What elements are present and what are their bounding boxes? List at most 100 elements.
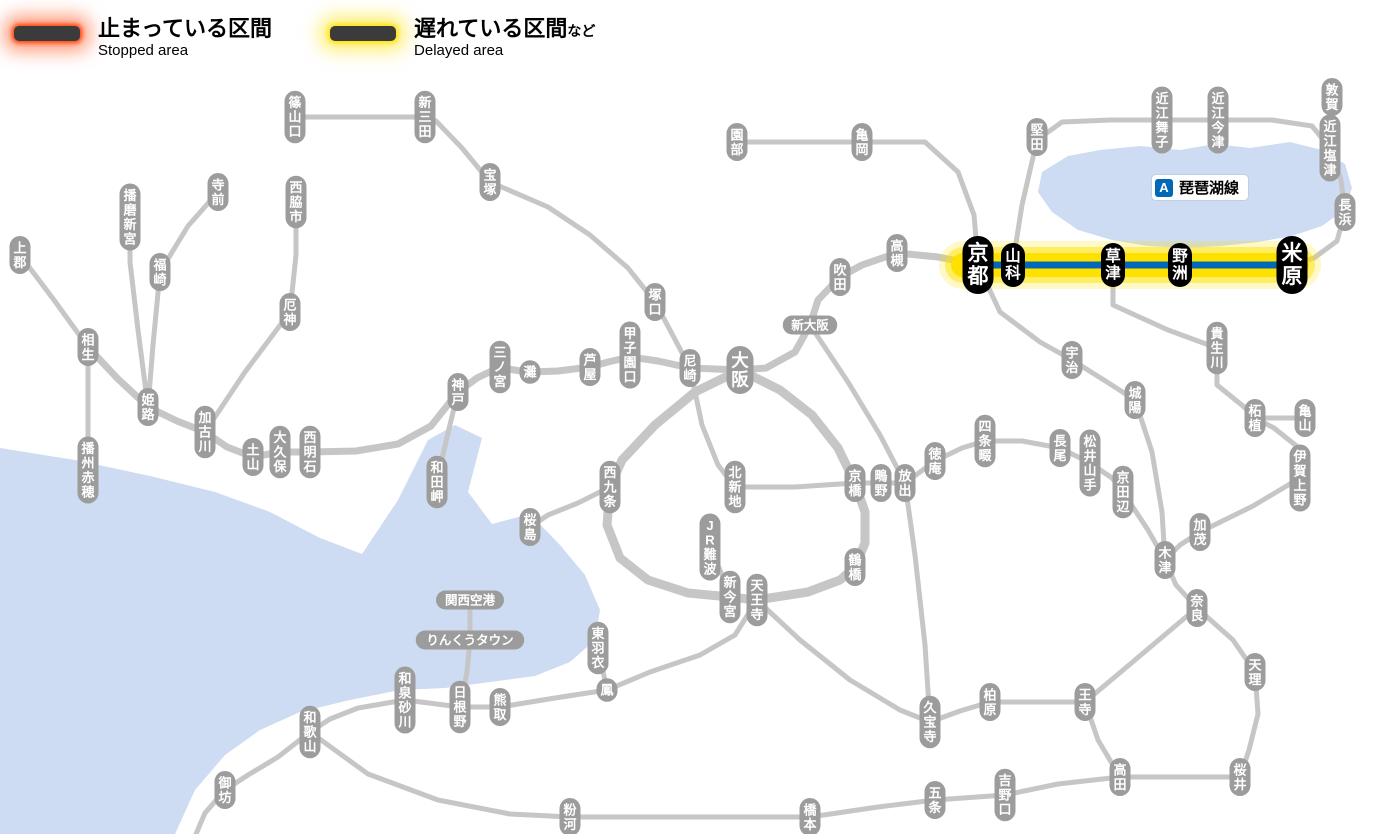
delayed-label-suffix: など	[567, 23, 596, 39]
station-label: 甲子園口	[623, 326, 636, 385]
station-pill	[242, 438, 264, 476]
station-大久保: 大久保	[269, 425, 291, 479]
station-木津: 木津	[1154, 541, 1176, 579]
station-label: 上郡	[12, 240, 26, 270]
station-label: 柘植	[1247, 403, 1261, 433]
station-播州赤穂: 播州赤穂	[77, 436, 99, 504]
station-pill	[924, 781, 946, 819]
station-pill	[1207, 86, 1229, 154]
station-pill	[426, 455, 448, 509]
station-吹田: 吹田	[829, 258, 851, 296]
station-pill	[1289, 444, 1311, 512]
station-pill	[1294, 399, 1316, 437]
station-鶴橋: 鶴橋	[844, 548, 866, 586]
station-吉野口: 吉野口	[994, 768, 1016, 822]
station-和泉砂川: 和泉砂川	[394, 666, 416, 734]
station-pill	[1189, 513, 1211, 551]
delayed-sublabel: Delayed area	[414, 42, 504, 60]
line-name-label: 琵琶湖線	[1179, 180, 1240, 197]
station-柘植: 柘植	[1244, 399, 1266, 437]
station-新三田: 新三田	[414, 90, 436, 144]
station-高田: 高田	[1109, 758, 1131, 796]
station-pill	[1244, 399, 1266, 437]
station-label: 西脇市	[289, 180, 302, 224]
station-label: 橋本	[803, 802, 817, 832]
station-label: 尼崎	[683, 353, 696, 383]
station-pill	[1168, 243, 1192, 287]
station-pill	[194, 405, 216, 459]
station-pill	[679, 349, 701, 387]
station-label: 吹田	[833, 262, 846, 292]
station-pill	[924, 442, 946, 480]
station-pill	[284, 90, 306, 144]
station-label: 京田辺	[1116, 470, 1129, 514]
station-pill	[519, 508, 541, 546]
station-label: 城陽	[1128, 385, 1141, 415]
station-りんくうタウン: りんくうタウン	[415, 630, 525, 650]
station-label: 京都	[967, 241, 989, 288]
station-高槻: 高槻	[886, 234, 908, 272]
station-label: 鴫野	[874, 468, 887, 498]
station-label: 久宝寺	[923, 700, 937, 744]
station-pill	[579, 348, 601, 386]
station-相生: 相生	[77, 328, 99, 366]
station-pill	[726, 346, 754, 394]
station-米原: 米原	[1276, 236, 1308, 294]
station-西明石: 西明石	[299, 425, 321, 479]
rail-line	[1082, 605, 1200, 705]
station-鴫野: 鴫野	[870, 464, 892, 502]
station-label: 土山	[246, 442, 259, 472]
station-pill	[519, 360, 541, 384]
stopped-area-swatch	[14, 26, 80, 41]
station-粉河: 粉河	[559, 798, 581, 834]
station-pill	[1321, 78, 1343, 116]
rail-line	[307, 597, 760, 735]
station-pill	[1026, 118, 1048, 156]
station-近江今津: 近江今津	[1207, 86, 1229, 154]
station-pill	[782, 315, 838, 335]
station-加古川: 加古川	[194, 405, 216, 459]
station-新今宮: 新今宮	[719, 570, 741, 624]
rail-line	[193, 729, 313, 834]
station-pill	[1079, 429, 1101, 497]
stopped-legend-text: 止まっている区間 Stopped area	[98, 16, 272, 59]
station-label: 新今宮	[722, 575, 737, 619]
station-上郡: 上郡	[9, 236, 31, 274]
station-pill	[137, 388, 159, 426]
station-天王寺: 天王寺	[746, 573, 768, 627]
station-pill	[149, 253, 171, 291]
station-奈良: 奈良	[1186, 589, 1208, 627]
station-西九条: 西九条	[599, 460, 621, 514]
legend-stopped: 止まっている区間 Stopped area	[14, 16, 272, 59]
station-柏原: 柏原	[979, 683, 1001, 721]
station-label: 長尾	[1053, 433, 1067, 463]
station-label: 野洲	[1172, 247, 1188, 282]
station-三ノ宮: 三ノ宮	[489, 340, 511, 394]
station-pill	[279, 293, 301, 331]
station-宇治: 宇治	[1061, 341, 1083, 379]
station-pill	[415, 630, 525, 650]
station-桜井: 桜井	[1229, 758, 1251, 796]
station-園部: 園部	[726, 123, 748, 161]
station-pill	[1186, 589, 1208, 627]
station-label: 伊賀上野	[1292, 449, 1306, 508]
delayed-label-main: 遅れている区間	[414, 16, 568, 41]
station-label: 関西空港	[445, 593, 496, 608]
station-桜島: 桜島	[519, 508, 541, 546]
station-pill	[596, 678, 618, 702]
station-敦賀: 敦賀	[1321, 78, 1343, 116]
station-pill	[719, 570, 741, 624]
station-天理: 天理	[1244, 653, 1266, 691]
station-pill	[1101, 243, 1125, 287]
station-pill	[726, 123, 748, 161]
station-pill	[974, 414, 996, 468]
station-pill	[436, 590, 504, 610]
station-関西空港: 関西空港	[436, 590, 504, 610]
station-label: りんくうタウン	[426, 633, 513, 648]
station-pill	[77, 436, 99, 504]
station-pill	[870, 464, 892, 502]
station-pill	[844, 548, 866, 586]
station-label: 近江舞子	[1154, 91, 1168, 150]
station-label: 日根野	[453, 685, 467, 729]
